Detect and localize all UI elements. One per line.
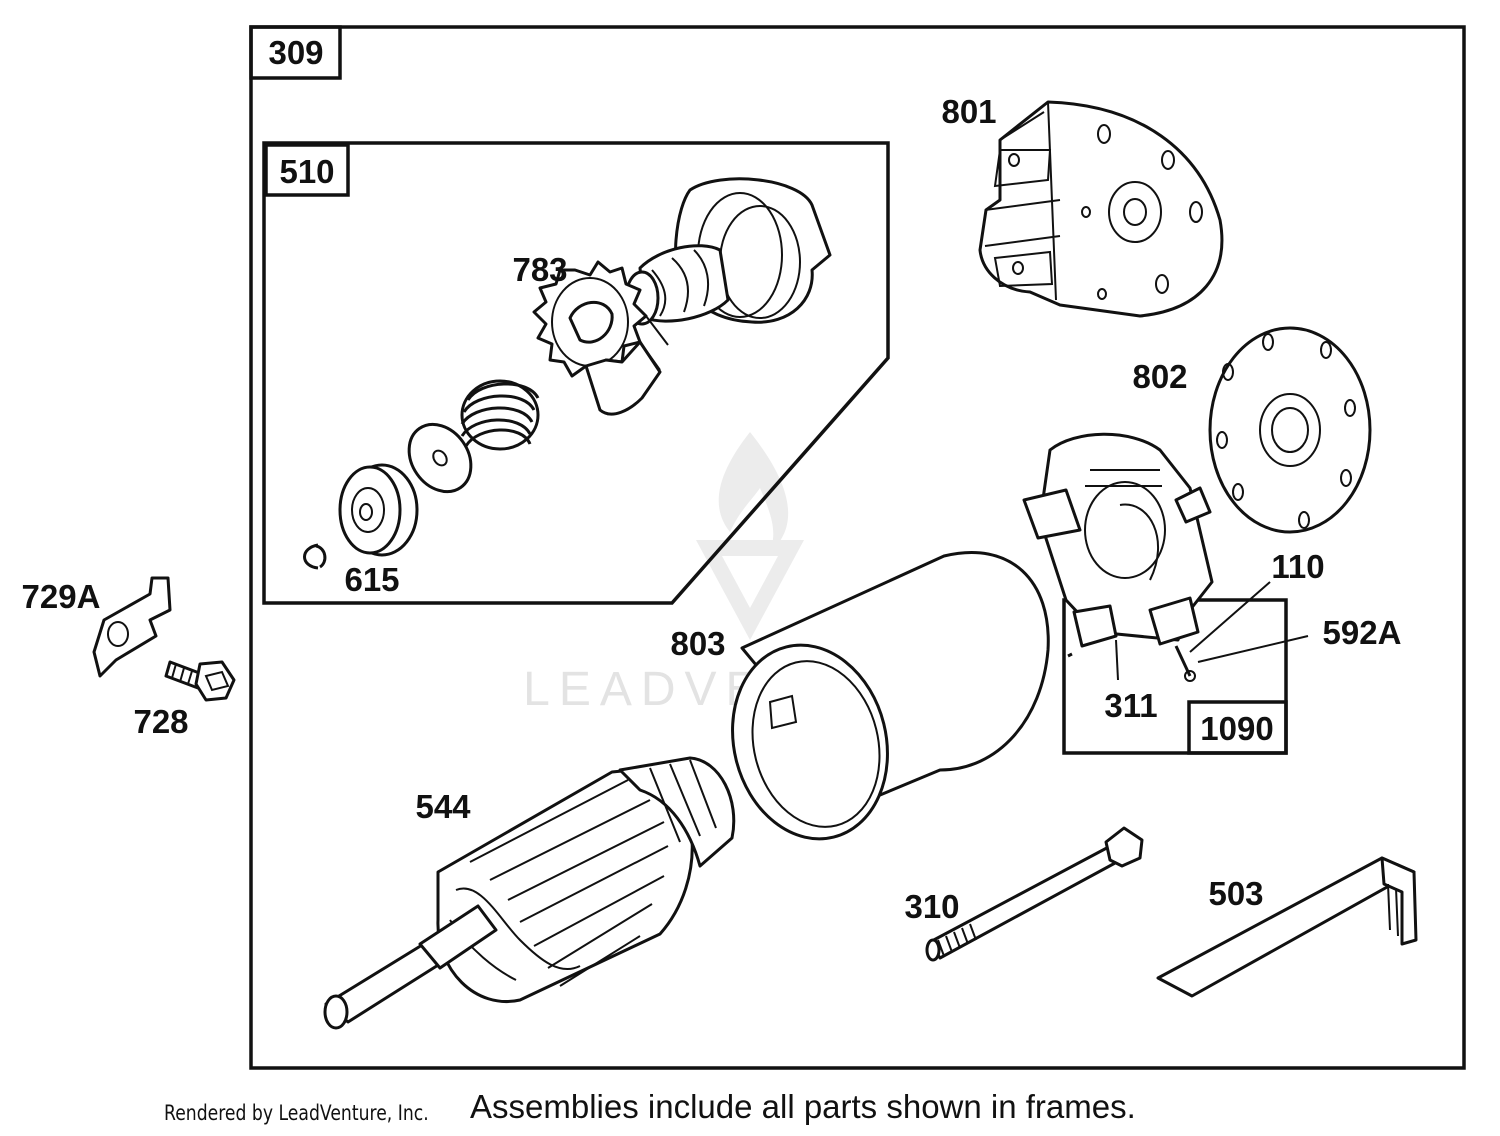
brush-plate-part xyxy=(1208,326,1372,534)
leader-110 xyxy=(1189,581,1271,653)
armature-part xyxy=(323,756,736,1030)
motor-housing-part xyxy=(731,551,1050,841)
rendered-by-text: Rendered by LeadVenture, Inc. xyxy=(164,1101,429,1125)
assembly-label-box-510 xyxy=(264,143,350,197)
assembly-label-309: 309 xyxy=(268,34,323,71)
callout-801: 801 xyxy=(941,93,996,130)
callout-783: 783 xyxy=(512,251,567,288)
bracket-part xyxy=(1156,856,1418,998)
leadventure-flame-icon xyxy=(718,432,789,552)
stop-collar-part xyxy=(338,463,419,557)
callout-728: 728 xyxy=(133,703,188,740)
clip-part xyxy=(92,576,172,678)
callout-311: 311 xyxy=(1104,687,1157,724)
washer-part xyxy=(407,422,473,494)
assembly-label-510: 510 xyxy=(279,153,334,190)
assembly-label-box-309 xyxy=(249,25,342,80)
footer: Rendered by LeadVenture, Inc. Assemblies… xyxy=(0,1088,1500,1128)
callout-592A: 592A xyxy=(1323,614,1402,651)
brush-holder-part xyxy=(1022,432,1214,682)
retaining-ring-part xyxy=(303,543,327,570)
assemblies-note: Assemblies include all parts shown in fr… xyxy=(470,1088,1136,1125)
callout-729A: 729A xyxy=(22,578,101,615)
pinion-gear-part xyxy=(532,260,669,416)
callout-310: 310 xyxy=(904,888,959,925)
leadventure-v-icon xyxy=(696,540,804,640)
callout-544: 544 xyxy=(415,788,471,825)
callout-803: 803 xyxy=(670,625,725,662)
assembly-label-box-1090 xyxy=(1187,700,1288,755)
assembly-frame-510 xyxy=(262,141,890,605)
callout-110: 110 xyxy=(1271,548,1324,585)
callout-802: 802 xyxy=(1132,358,1187,395)
leader-592A xyxy=(1197,635,1309,663)
leader-311 xyxy=(1115,639,1119,681)
callout-503: 503 xyxy=(1208,875,1263,912)
callout-615: 615 xyxy=(344,561,399,598)
drive-head-part xyxy=(624,177,832,326)
assembly-frame-309 xyxy=(249,25,1466,1070)
spring-part xyxy=(460,379,540,451)
through-bolt-part xyxy=(925,826,1144,962)
assembly-label-1090: 1090 xyxy=(1200,710,1273,747)
screw-part xyxy=(164,660,236,702)
end-cap-plate-part xyxy=(978,100,1224,318)
